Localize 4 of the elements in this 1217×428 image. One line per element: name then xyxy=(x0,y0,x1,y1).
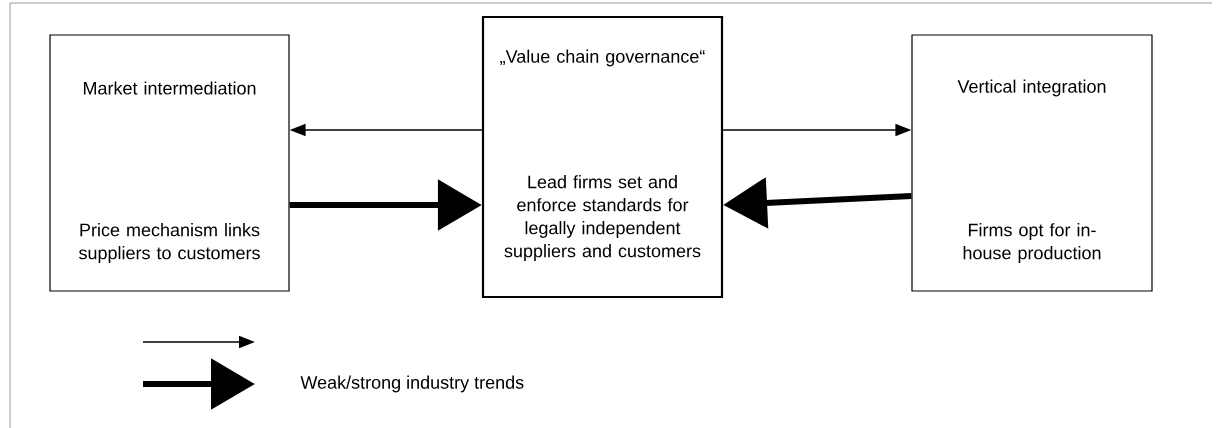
legend-text: Weak/strong industry trends xyxy=(300,375,524,393)
box: Market intermediation Price mechanism links suppliers to customers xyxy=(49,34,290,292)
box: Vertical integration Firms opt for in-house production xyxy=(911,34,1153,292)
box: „Value chain governance“ Lead firms set and enforce standards for legally independent suppliers and customers xyxy=(481,15,724,299)
